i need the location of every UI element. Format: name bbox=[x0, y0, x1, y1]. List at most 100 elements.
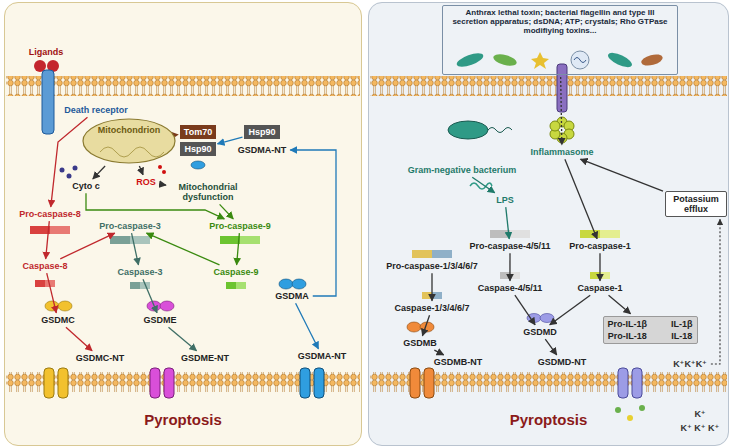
node-text: LPS bbox=[496, 195, 514, 205]
protein-box: Hsp90 bbox=[244, 125, 279, 139]
pathway-arrow bbox=[550, 295, 590, 325]
caspase-bar bbox=[30, 226, 620, 299]
node-text: GSDMB-NT bbox=[434, 357, 483, 367]
gasdermin-icon bbox=[58, 301, 72, 311]
protein-label: GSDMA bbox=[273, 291, 311, 301]
node-text: Potassium efflux bbox=[670, 194, 722, 215]
caspase-bar bbox=[590, 272, 600, 279]
node-text: GSDMD bbox=[523, 327, 557, 337]
caspase-bar bbox=[50, 226, 70, 234]
membrane-pore bbox=[58, 368, 68, 398]
protein-label: Pro-caspase-1 bbox=[567, 241, 633, 251]
molecule-label: ROS bbox=[134, 177, 158, 187]
panel-ground bbox=[368, 2, 729, 446]
gasdermin-icon bbox=[45, 301, 59, 311]
membrane-pore bbox=[164, 368, 174, 398]
process-box: Potassium efflux bbox=[665, 191, 727, 218]
il-release bbox=[639, 405, 645, 411]
node-text: Mitochondrial dysfunction bbox=[170, 182, 246, 203]
protein-label: Pro-caspase-8 bbox=[17, 209, 83, 219]
membrane-pore bbox=[150, 368, 160, 398]
pathway-arrow bbox=[143, 279, 157, 313]
pathway-arrow bbox=[66, 327, 92, 351]
node-text: Pro-IL-1β bbox=[608, 319, 648, 329]
protein-label: GSDMD-NT bbox=[536, 357, 589, 367]
pathway-arrow bbox=[218, 137, 243, 144]
state-label: Mitochondrial dysfunction bbox=[168, 182, 248, 203]
pathway-arrow bbox=[296, 303, 319, 349]
caspase-bar bbox=[412, 250, 432, 258]
protein-label: GSDME bbox=[141, 315, 178, 325]
membrane-pore bbox=[424, 368, 434, 398]
node-text: Pro-caspase-1 bbox=[569, 241, 631, 251]
ros-dot bbox=[158, 165, 162, 169]
caspase-bar bbox=[432, 250, 452, 258]
cytochrome-c bbox=[67, 174, 72, 179]
caspase-bar bbox=[432, 292, 442, 299]
node-text: Caspase-1 bbox=[577, 283, 622, 293]
protein-label: LPS bbox=[494, 195, 516, 205]
node-text: Pro-IL-18 bbox=[608, 331, 648, 341]
node-text: GSDMA-NT bbox=[298, 351, 347, 361]
protein-label: Caspase-3 bbox=[115, 267, 164, 277]
pathway-arrow bbox=[506, 207, 509, 239]
inflammasome-receptor bbox=[557, 64, 567, 112]
protein-label: Caspase-1/3/4/6/7 bbox=[392, 303, 471, 313]
protein-label: GSDMA-NT bbox=[236, 145, 289, 155]
death-receptor bbox=[42, 70, 54, 134]
pathogen-icons bbox=[531, 52, 549, 69]
pathogen-icons bbox=[571, 51, 589, 69]
gasdermin-icon bbox=[540, 314, 554, 323]
pathway-arrow bbox=[472, 177, 494, 193]
node-text: ROS bbox=[136, 177, 156, 187]
protein-label: Caspase-1 bbox=[575, 283, 624, 293]
bacterium bbox=[448, 121, 512, 189]
pathway-arrow bbox=[177, 134, 178, 135]
node-text: GSDMC bbox=[41, 315, 75, 325]
caspase-bar bbox=[490, 230, 510, 238]
membrane-pore bbox=[632, 368, 642, 398]
protein-label: Pro-caspase-9 bbox=[207, 221, 273, 231]
cristae bbox=[100, 147, 164, 157]
node-text: Tom70 bbox=[184, 127, 212, 137]
protein-label: Pro-caspase-3 bbox=[97, 221, 163, 231]
protein-label: Caspase-4/5/11 bbox=[476, 283, 545, 293]
cytochrome-c bbox=[60, 166, 78, 179]
caspase-bar bbox=[236, 282, 246, 289]
bacterium bbox=[448, 121, 488, 139]
node-text: Caspase-9 bbox=[213, 267, 258, 277]
cytokine-box: Pro-IL-1βIL-1βPro-IL-18IL-18 bbox=[603, 316, 698, 345]
node-text: IL-18 bbox=[671, 331, 693, 341]
il-release bbox=[615, 405, 645, 421]
membrane-pore bbox=[44, 368, 642, 398]
pathway-arrow bbox=[168, 327, 196, 351]
inflammasome-receptor bbox=[550, 121, 560, 131]
node-text: Caspase-3 bbox=[117, 267, 162, 277]
pathogen-icons bbox=[606, 50, 634, 70]
protein-box: Hsp90 bbox=[180, 142, 215, 156]
mitochondrion-outline bbox=[83, 119, 175, 163]
receptor-label: Death receptor bbox=[62, 105, 130, 115]
pathway-arrow bbox=[237, 233, 240, 265]
node-text: Pro-caspase-3 bbox=[99, 221, 161, 231]
node-text: Pro-caspase-1/3/4/6/7 bbox=[386, 261, 478, 271]
caspase-bar bbox=[600, 272, 610, 279]
pathway-arrow bbox=[545, 339, 556, 355]
pathway-arrow bbox=[147, 233, 220, 265]
text-label: Ligands bbox=[27, 47, 66, 57]
cell-membrane bbox=[370, 76, 727, 96]
pathogen-icons bbox=[492, 52, 518, 68]
node-text: Caspase-4/5/11 bbox=[478, 283, 543, 293]
caspase-bar bbox=[510, 272, 520, 279]
membrane-pore bbox=[44, 368, 54, 398]
molecule-label: Cyto c bbox=[70, 181, 102, 191]
gasdermin-icon bbox=[160, 301, 174, 311]
caspase-bar bbox=[580, 230, 600, 238]
node-text: Caspase-8 bbox=[22, 261, 67, 271]
text-label: K⁺ bbox=[692, 409, 707, 419]
node-text: Death receptor bbox=[64, 105, 128, 115]
panel-ground bbox=[4, 2, 729, 446]
protein-label: GSDMD bbox=[521, 327, 559, 337]
pathway-arrow bbox=[509, 253, 510, 281]
node-text: GSDMD-NT bbox=[538, 357, 587, 367]
